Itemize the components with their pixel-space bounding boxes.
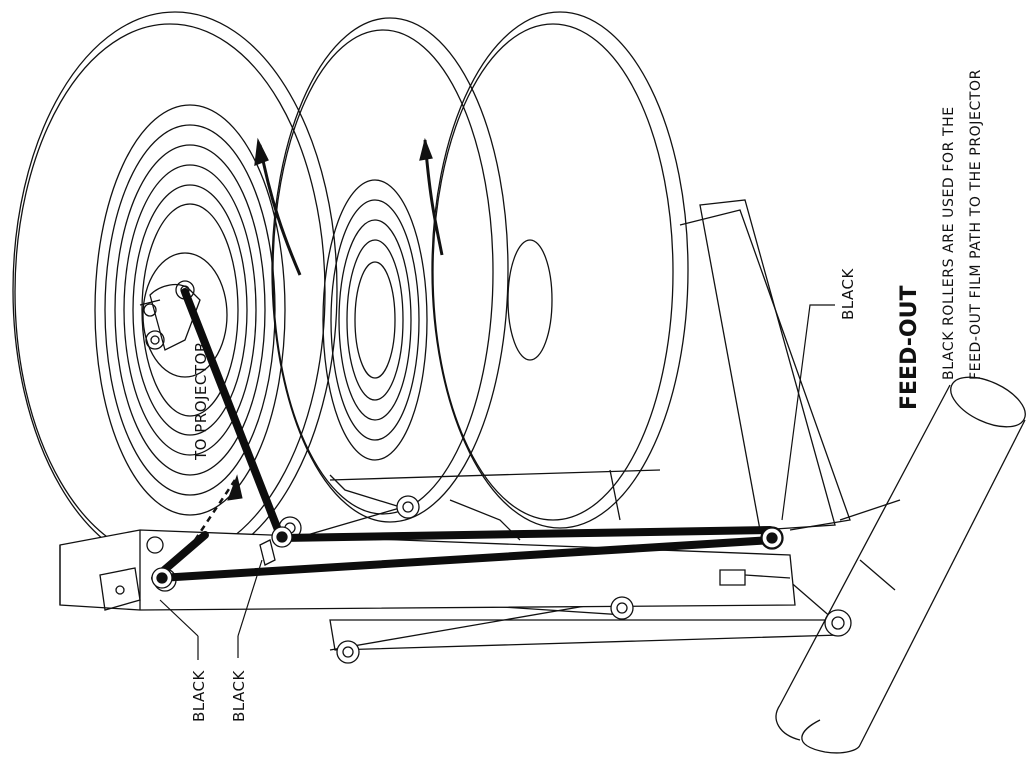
label-leaders — [159, 304, 835, 660]
platter-back — [431, 11, 836, 531]
diagram-title: FEED-OUT — [897, 286, 922, 410]
black-label-left: BLACK — [190, 670, 208, 722]
platter-middle — [271, 17, 509, 523]
platter-front — [12, 11, 338, 569]
to-projector-label: TO PROJECTOR — [192, 341, 210, 461]
rollers-black — [151, 526, 783, 589]
caption-line-1: BLACK ROLLERS ARE USED FOR THE — [941, 106, 957, 380]
transport-base — [329, 209, 901, 541]
black-label-left-2: BLACK — [230, 670, 248, 722]
film-core-cylinder — [775, 376, 1026, 754]
to-projector-arrow — [193, 474, 243, 541]
caption-line-2: FEED-OUT FILM PATH TO THE PROJECTOR — [968, 69, 984, 380]
black-label-right: BLACK — [839, 268, 857, 320]
feed-out-film-path — [151, 288, 776, 582]
